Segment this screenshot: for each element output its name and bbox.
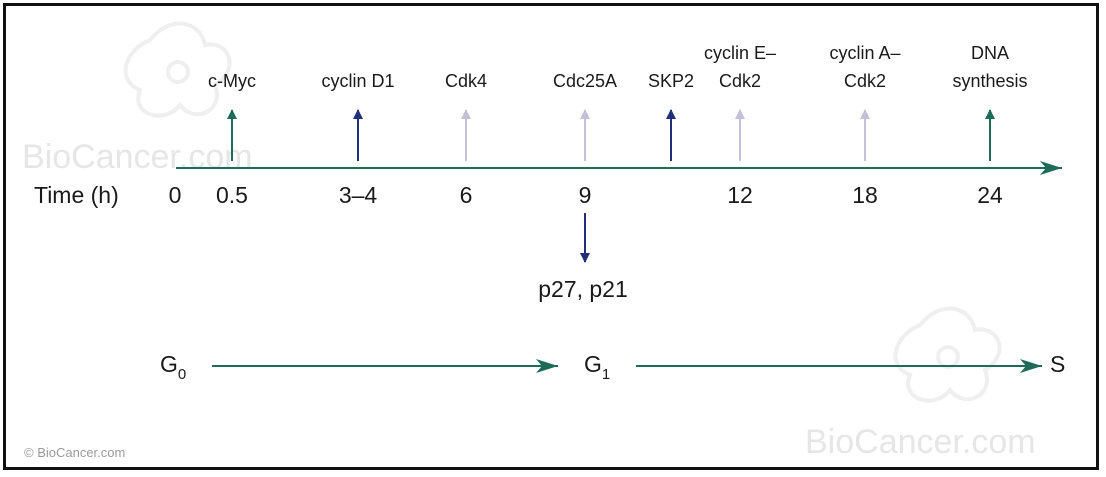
event-0: c-Myc 0.5: [208, 71, 256, 208]
event-1: cyclin D1 3–4: [321, 71, 394, 208]
event-label: synthesis: [952, 71, 1027, 91]
watermark-text-top: BioCancer.com: [22, 138, 253, 176]
event-label: Cdk4: [445, 71, 487, 91]
event-time-label: 9: [579, 182, 592, 208]
event-time-label: 6: [460, 182, 473, 208]
event-time-label: 3–4: [339, 182, 378, 208]
phase-s-label: S: [1050, 351, 1065, 377]
event-7: DNA synthesis 24: [952, 43, 1027, 208]
watermark-logo-bottom: [893, 306, 1002, 403]
event-label: Cdk2: [719, 71, 761, 91]
copyright-text: © BioCancer.com: [24, 445, 125, 460]
event-2: Cdk4 6: [445, 71, 487, 208]
phase-g1-label: G1: [584, 351, 610, 383]
watermark-logo-top: [123, 21, 232, 118]
event-label: cyclin E–: [704, 43, 776, 63]
event-label: Cdc25A: [553, 71, 617, 91]
event-label: Cdk2: [844, 71, 886, 91]
event-label: c-Myc: [208, 71, 256, 91]
watermark-text-bottom: BioCancer.com: [805, 423, 1036, 461]
event-6: cyclin A– Cdk2 18: [829, 43, 900, 208]
event-5: cyclin E– Cdk2 12: [704, 43, 776, 208]
event-label: SKP2: [648, 71, 694, 91]
phase-g0-label: G0: [160, 351, 186, 383]
event-time-label: 24: [977, 182, 1003, 208]
event-label: DNA: [971, 43, 1009, 63]
event-label: cyclin A–: [829, 43, 900, 63]
time-axis-label: Time (h): [34, 182, 119, 208]
event-4: SKP2: [648, 71, 694, 161]
event-down-label: p27, p21: [538, 276, 628, 302]
event-time-label: 18: [852, 182, 878, 208]
event-label: cyclin D1: [321, 71, 394, 91]
time-origin-label: 0: [169, 182, 182, 208]
event-markers: c-Myc 0.5 cyclin D1 3–4 Cdk4 6 Cdc25A 9 SKP2 cycl…: [208, 43, 1028, 302]
event-down: p27, p21: [538, 213, 628, 302]
event-time-label: 12: [727, 182, 753, 208]
event-3: Cdc25A 9: [553, 71, 617, 208]
event-time-label: 0.5: [216, 182, 248, 208]
